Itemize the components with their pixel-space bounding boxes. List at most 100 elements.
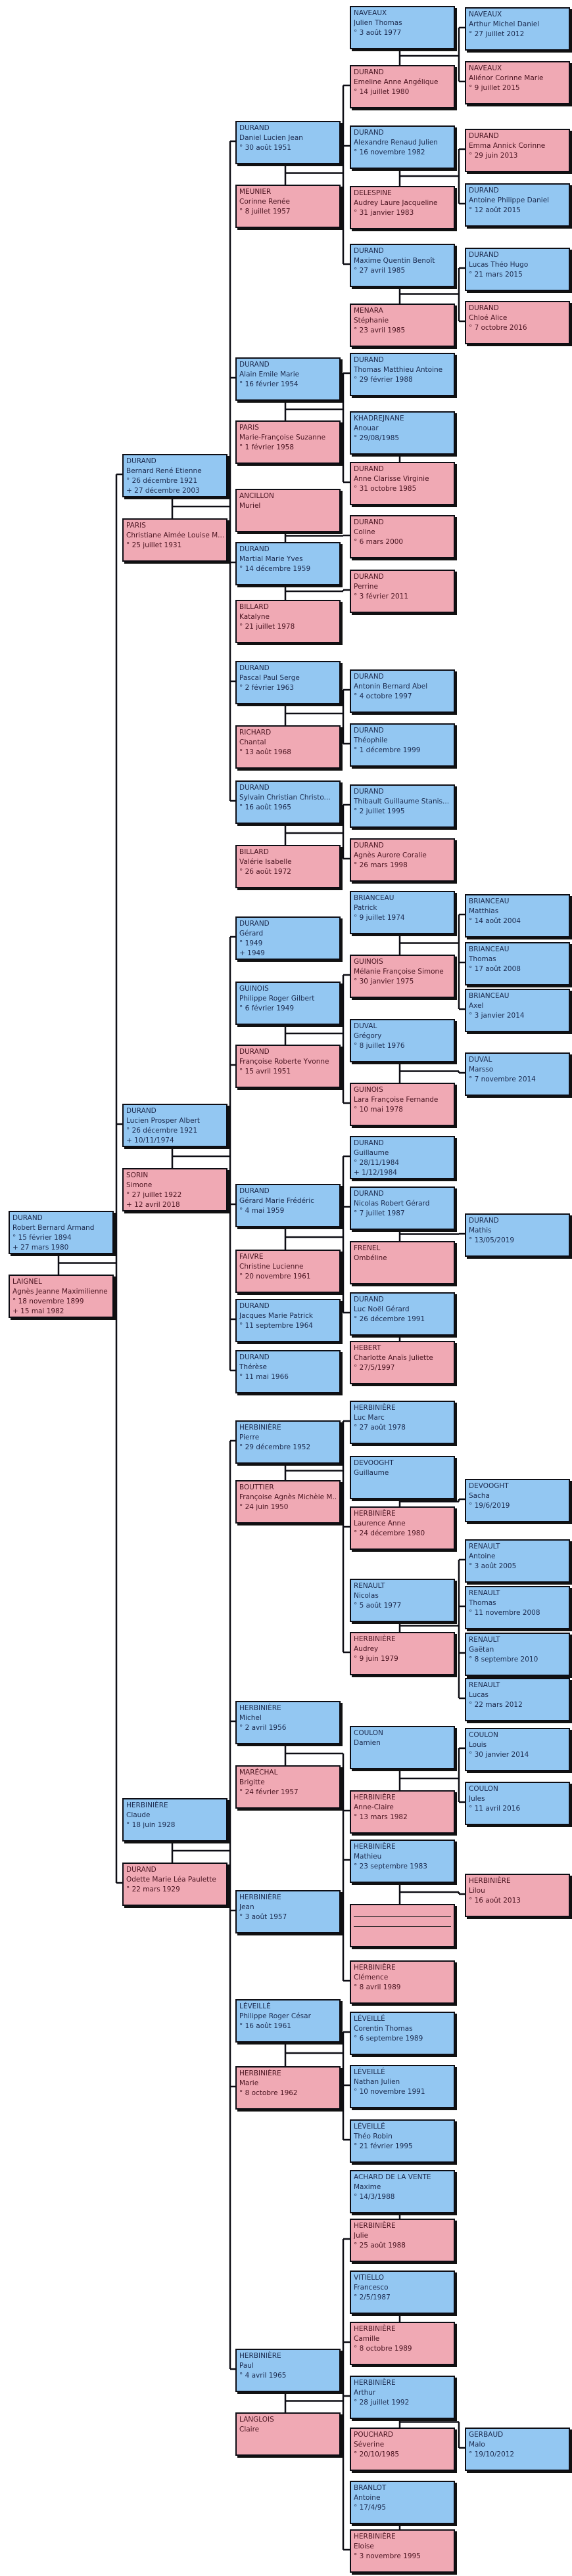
person-card[interactable]: [350, 1904, 455, 1947]
